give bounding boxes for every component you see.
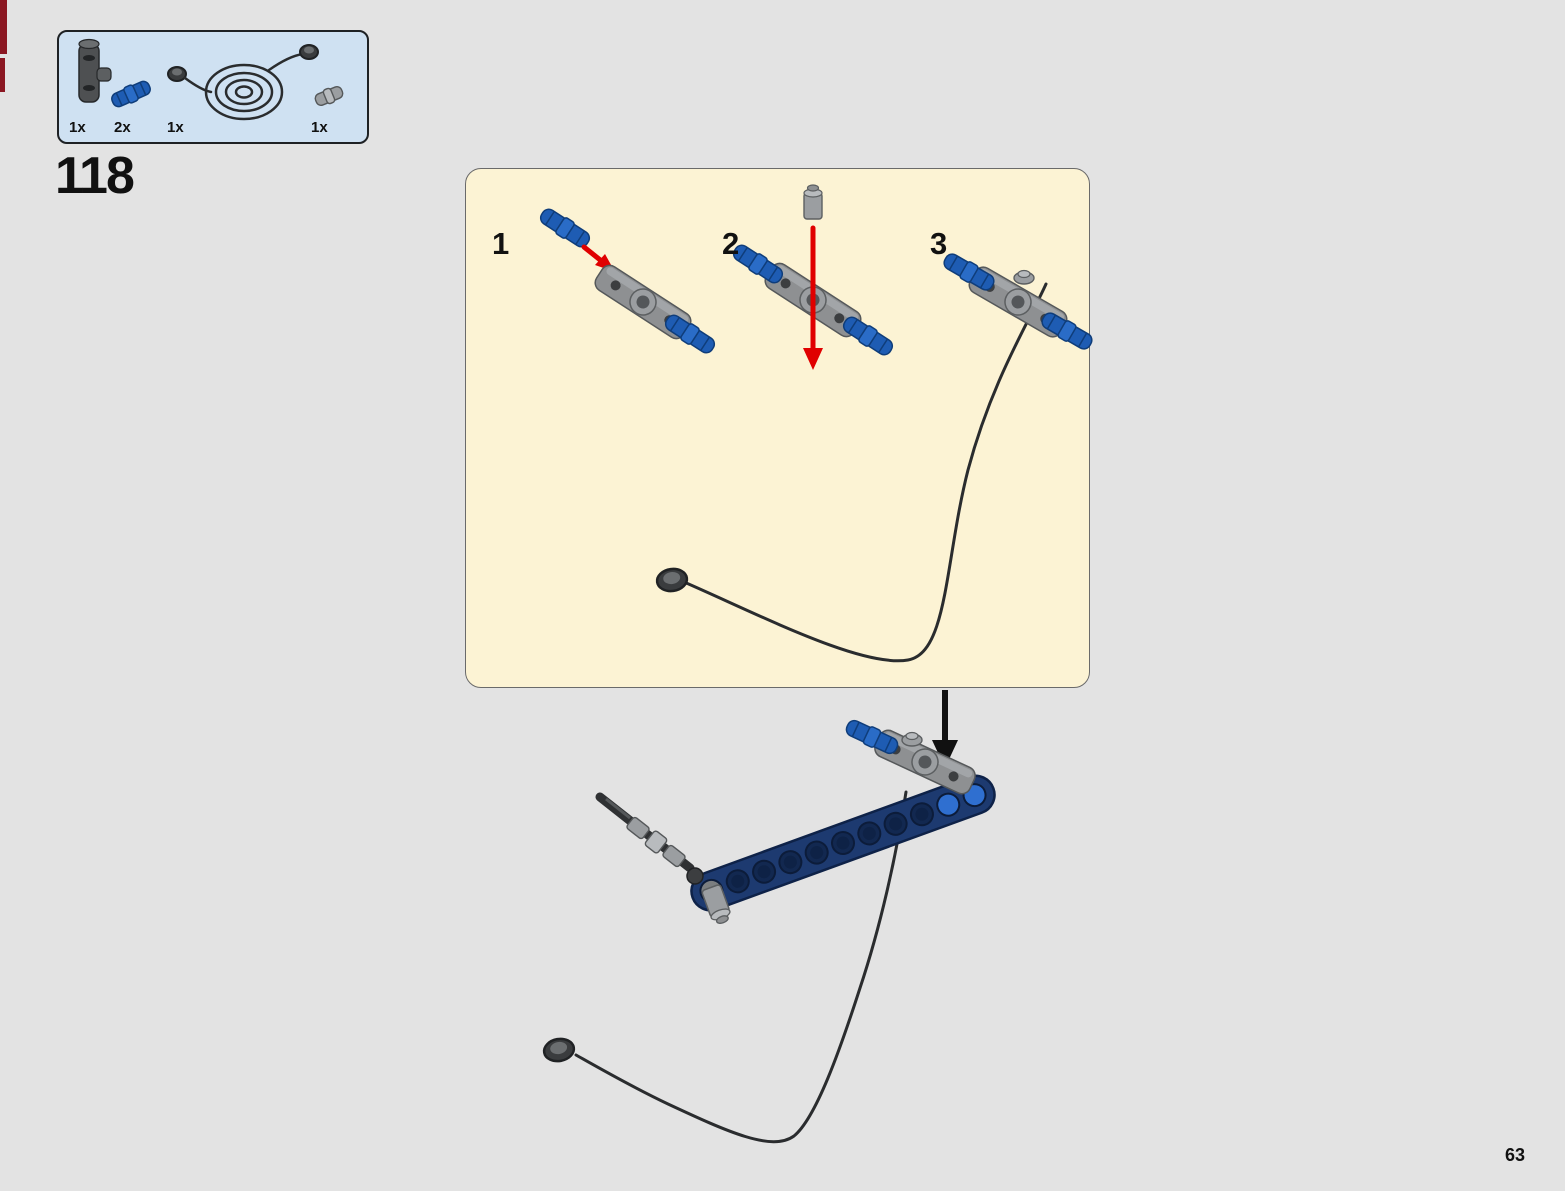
mounted-connector-assembly — [842, 716, 979, 798]
gray-pin-under-beam — [686, 867, 734, 927]
page-edge-mark — [0, 0, 7, 54]
step-number: 118 — [55, 147, 135, 205]
dark-gray-pin-connector-icon — [78, 38, 112, 103]
part-count: 1x — [69, 119, 86, 136]
model-string-cable — [574, 790, 908, 1144]
substep-3-label: 3 — [930, 226, 948, 261]
part-count: 1x — [311, 119, 328, 136]
parts-callout-box: 1x 2x 1x 1x — [57, 30, 369, 144]
parts-callout-art — [78, 38, 344, 121]
part-count: 2x — [114, 119, 131, 136]
assembly-arrow — [932, 690, 958, 768]
light-gray-pin-icon — [314, 86, 344, 106]
blue-pin-icon — [111, 80, 151, 108]
main-model-art — [541, 716, 996, 1144]
part-count: 1x — [167, 119, 184, 136]
axle-assembly — [595, 792, 695, 873]
string-with-end-studs-icon — [167, 44, 319, 121]
substep-1-label: 1 — [492, 226, 510, 261]
substep-2-label: 2 — [722, 226, 740, 261]
page-edge-mark — [0, 58, 5, 92]
page-number: 63 — [1505, 1145, 1526, 1165]
instruction-panel — [465, 168, 1090, 688]
dark-blue-beam — [690, 774, 996, 912]
